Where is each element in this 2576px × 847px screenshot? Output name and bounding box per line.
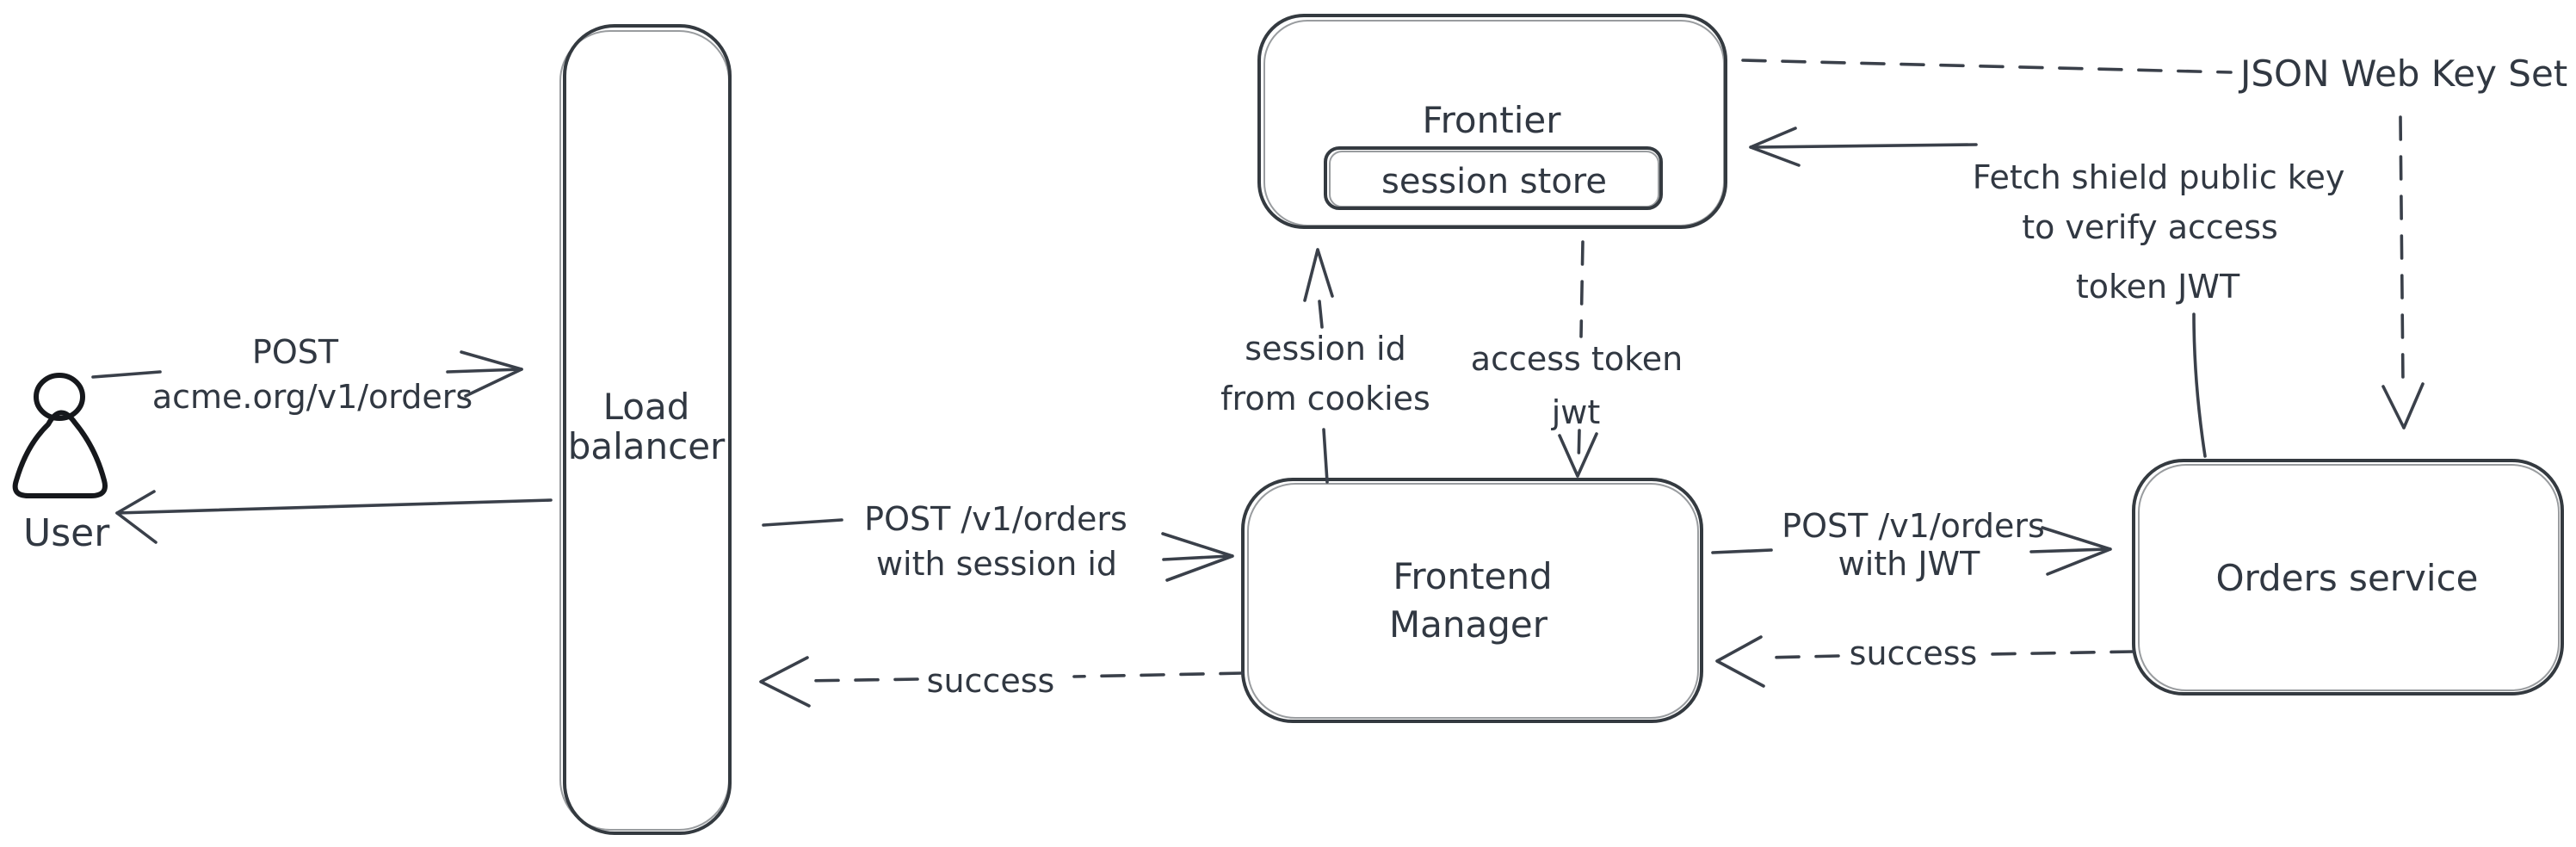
edge-label-post-jwt-line2: with JWT (1838, 545, 1980, 583)
edge-label-post-session-line1: POST /v1/orders (864, 500, 1127, 538)
edge-label-post-session-line2: with session id (876, 545, 1117, 583)
frontend-manager-label-line2: Manager (1389, 603, 1548, 646)
load-balancer-node (559, 24, 732, 835)
load-balancer-label-line1: Load (603, 386, 690, 428)
edge-label-fetch-key-line3: token JWT (2076, 268, 2240, 306)
orders-service-label: Orders service (2215, 557, 2478, 599)
session-store-node (1324, 146, 1663, 210)
user-figure-icon (12, 373, 108, 498)
frontend-manager-node (1241, 478, 1703, 723)
arrow-load-balancer-to-frontend-manager (762, 518, 1234, 582)
arrow-load-balancer-to-user (115, 490, 553, 544)
arrow-frontend-manager-to-load-balancer-success (759, 656, 1245, 708)
arrow-orders-service-to-frontier-fetch-key (1749, 127, 2207, 458)
edge-label-post-jwt-line1: POST /v1/orders (1782, 507, 2045, 545)
arrow-frontier-to-frontend-manager-token (1558, 240, 1598, 478)
user-label: User (23, 511, 110, 555)
arrow-orders-service-to-frontend-manager-success (1715, 635, 2135, 688)
frontend-manager-label-line1: Frontend (1393, 555, 1552, 597)
edge-label-success-right: success (1850, 634, 1978, 672)
edge-label-session-id-line2: from cookies (1220, 380, 1430, 417)
edge-label-post-acme-line1: POST (252, 333, 339, 371)
edge-label-success-left: success (927, 662, 1055, 700)
edge-label-session-id-line1: session id (1245, 330, 1405, 368)
arrow-user-to-load-balancer (91, 350, 523, 398)
jwks-label: JSON Web Key Set (2238, 53, 2567, 95)
arrow-jwks-to-orders-service (2381, 115, 2425, 430)
arrow-frontend-manager-to-orders-service (1711, 526, 2112, 576)
edge-label-access-token-line1: access token (1471, 340, 1683, 378)
edge-label-fetch-key-line2: to verify access (2022, 208, 2278, 246)
frontier-label: Frontier (1422, 99, 1561, 141)
edge-label-fetch-key-line1: Fetch shield public key (1973, 158, 2345, 196)
arrow-jwks-to-frontier (1741, 59, 2233, 74)
edge-label-access-token-line2: jwt (1551, 393, 1601, 431)
session-store-label: session store (1381, 162, 1607, 201)
edge-label-post-acme-line2: acme.org/v1/orders (152, 378, 473, 416)
load-balancer-label-line2: balancer (568, 425, 726, 467)
orders-service-node (2132, 459, 2564, 696)
arrow-frontend-manager-to-frontier (1303, 248, 1334, 484)
